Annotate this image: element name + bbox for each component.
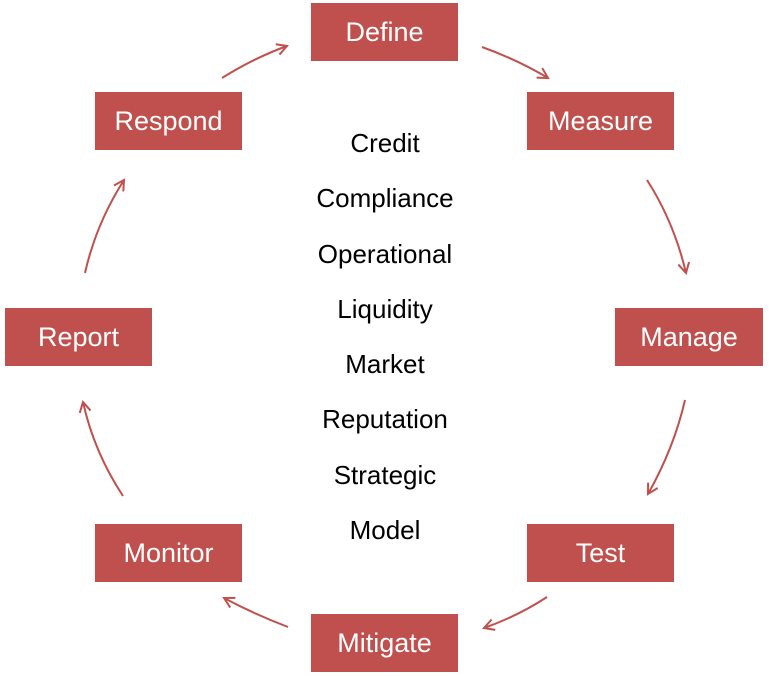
step-monitor-label: Monitor <box>123 537 214 568</box>
arrow-measure-to-manage <box>646 179 691 276</box>
risk-type-item: Market <box>345 349 425 380</box>
step-test: Test <box>527 524 674 582</box>
step-measure-label: Measure <box>547 105 654 136</box>
risk-type-item: Liquidity <box>337 293 433 324</box>
risk-type-item: Strategic <box>333 459 437 490</box>
step-mitigate: Mitigate <box>311 614 458 672</box>
arrow-monitor-to-report <box>78 399 124 497</box>
step-measure: Measure <box>527 92 674 150</box>
risk-type-item: Operational <box>317 238 453 269</box>
arrow-report-to-respond <box>84 178 126 274</box>
arrow-define-to-measure <box>481 46 550 80</box>
step-report: Report <box>5 308 152 366</box>
step-monitor: Monitor <box>95 524 242 582</box>
step-manage-label: Manage <box>640 321 738 352</box>
step-report-label: Report <box>37 321 120 352</box>
arrow-test-to-mitigate <box>482 596 548 631</box>
step-test-label: Test <box>575 537 626 568</box>
risk-type-list: Credit Compliance Operational Liquidity … <box>285 116 485 558</box>
arrow-respond-to-define <box>221 43 289 79</box>
step-respond: Respond <box>95 92 242 150</box>
step-respond-label: Respond <box>114 105 223 136</box>
step-manage: Manage <box>615 308 763 366</box>
step-mitigate-label: Mitigate <box>337 627 432 658</box>
risk-type-item: Credit <box>350 128 420 158</box>
risk-type-item: Compliance <box>316 183 454 214</box>
step-define-label: Define <box>345 16 424 47</box>
arrow-manage-to-test <box>646 399 686 496</box>
risk-type-item: Model <box>349 515 421 546</box>
arrow-mitigate-to-monitor <box>222 596 289 628</box>
risk-type-item: Reputation <box>322 404 448 435</box>
step-define: Define <box>311 3 458 61</box>
